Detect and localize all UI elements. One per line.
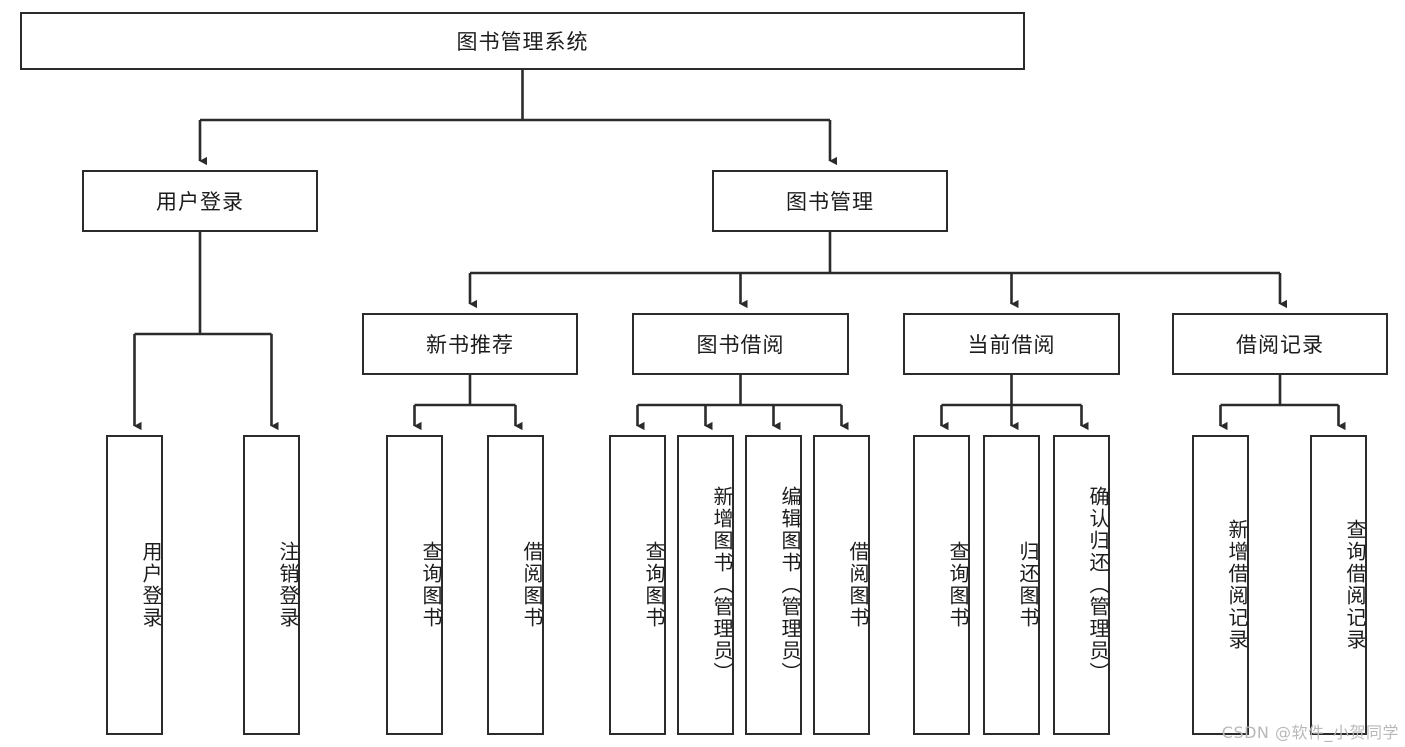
node-label: 归还图书 <box>1016 541 1040 629</box>
node-book-manage[interactable]: 图书管理 <box>712 170 948 232</box>
node-book-borrow[interactable]: 图书借阅 <box>632 313 849 375</box>
node-label: 新增借阅记录 <box>1225 519 1249 651</box>
node-label: 图书管理 <box>786 190 874 214</box>
node-label: 注销登录 <box>276 541 300 629</box>
node-leaf-bb-query[interactable]: 查询图书 <box>609 435 666 735</box>
node-label: 借阅记录 <box>1236 333 1324 357</box>
node-label: 新增图书（管理员） <box>710 486 734 684</box>
node-leaf-rec-query[interactable]: 查询图书 <box>386 435 443 735</box>
node-label: 图书借阅 <box>696 333 785 357</box>
node-new-book-rec[interactable]: 新书推荐 <box>362 313 578 375</box>
node-label: 当前借阅 <box>967 333 1056 357</box>
node-label: 查询借阅记录 <box>1343 519 1367 651</box>
node-label: 图书管理系统 <box>456 30 589 54</box>
watermark-text: CSDN @软件_小贺同学 <box>1221 723 1399 742</box>
node-label: 新书推荐 <box>426 333 514 357</box>
node-leaf-cb-return[interactable]: 归还图书 <box>983 435 1040 735</box>
node-label: 借阅图书 <box>846 541 870 629</box>
node-current-borrow[interactable]: 当前借阅 <box>903 313 1120 375</box>
node-leaf-rec-borrow[interactable]: 借阅图书 <box>487 435 544 735</box>
node-label: 用户登录 <box>156 190 244 214</box>
node-leaf-br-query[interactable]: 查询借阅记录 <box>1310 435 1367 735</box>
node-label: 用户登录 <box>139 541 163 629</box>
node-leaf-bb-add[interactable]: 新增图书（管理员） <box>677 435 734 735</box>
node-leaf-user-login[interactable]: 用户登录 <box>106 435 163 735</box>
node-label: 借阅图书 <box>520 541 544 629</box>
node-leaf-user-logout[interactable]: 注销登录 <box>243 435 300 735</box>
node-label: 确认归还（管理员） <box>1086 486 1110 684</box>
node-leaf-bb-borrow[interactable]: 借阅图书 <box>813 435 870 735</box>
node-label: 查询图书 <box>419 541 443 629</box>
node-root[interactable]: 图书管理系统 <box>20 12 1025 70</box>
node-leaf-bb-edit[interactable]: 编辑图书（管理员） <box>745 435 802 735</box>
node-leaf-cb-confirm[interactable]: 确认归还（管理员） <box>1053 435 1110 735</box>
node-borrow-record[interactable]: 借阅记录 <box>1172 313 1388 375</box>
node-leaf-cb-query[interactable]: 查询图书 <box>913 435 970 735</box>
node-leaf-br-add[interactable]: 新增借阅记录 <box>1192 435 1249 735</box>
node-label: 编辑图书（管理员） <box>778 486 802 684</box>
node-label: 查询图书 <box>642 541 666 629</box>
node-label: 查询图书 <box>946 541 970 629</box>
node-user-login[interactable]: 用户登录 <box>82 170 318 232</box>
